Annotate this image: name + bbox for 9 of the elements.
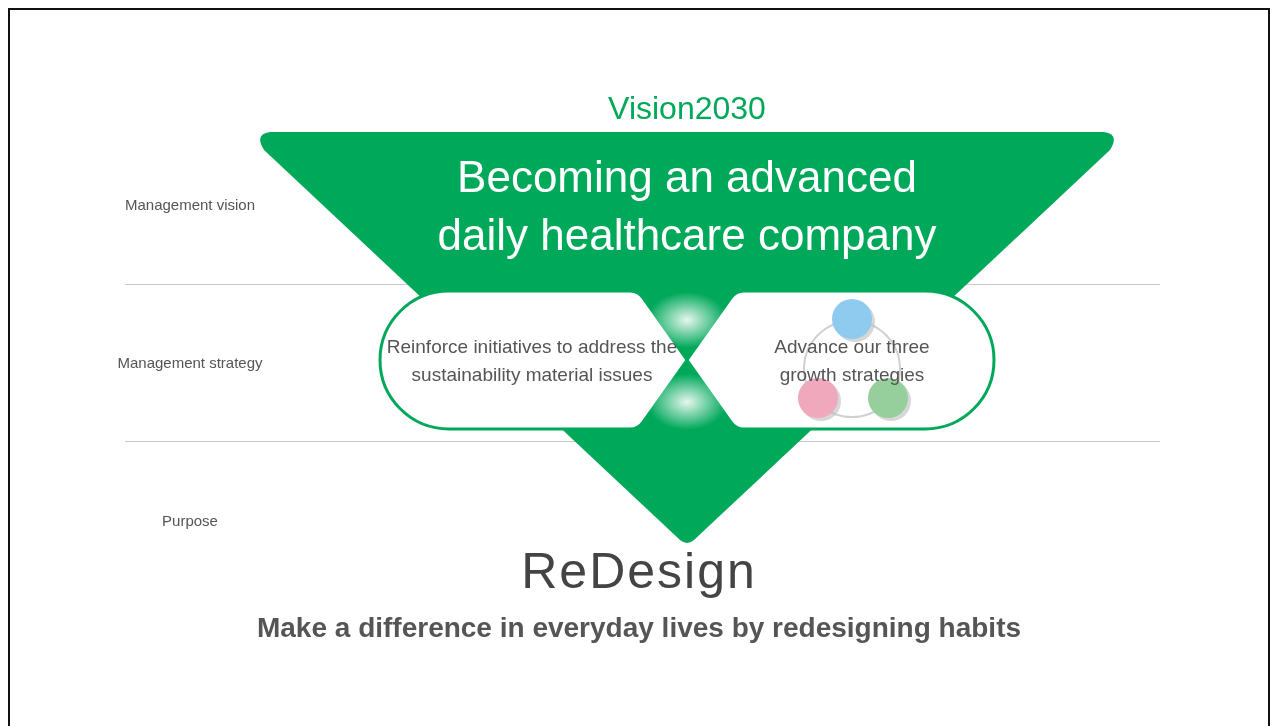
strategy-text: Advance our three growth strategies xyxy=(773,335,931,387)
heading: Vision2030 xyxy=(607,90,767,127)
row-label: Management strategy xyxy=(116,354,264,371)
vision-text: Becoming an advanced daily healthcare company xyxy=(436,151,938,261)
purpose-statement: Make a difference in everyday lives by redesigning habits xyxy=(255,612,1023,644)
row-label: Purpose xyxy=(161,512,219,529)
row-label: Management vision xyxy=(123,196,257,213)
purpose-name: ReDesign xyxy=(520,542,758,600)
strategy-text: Reinforce initiatives to address the sustainability material issues xyxy=(385,335,679,387)
